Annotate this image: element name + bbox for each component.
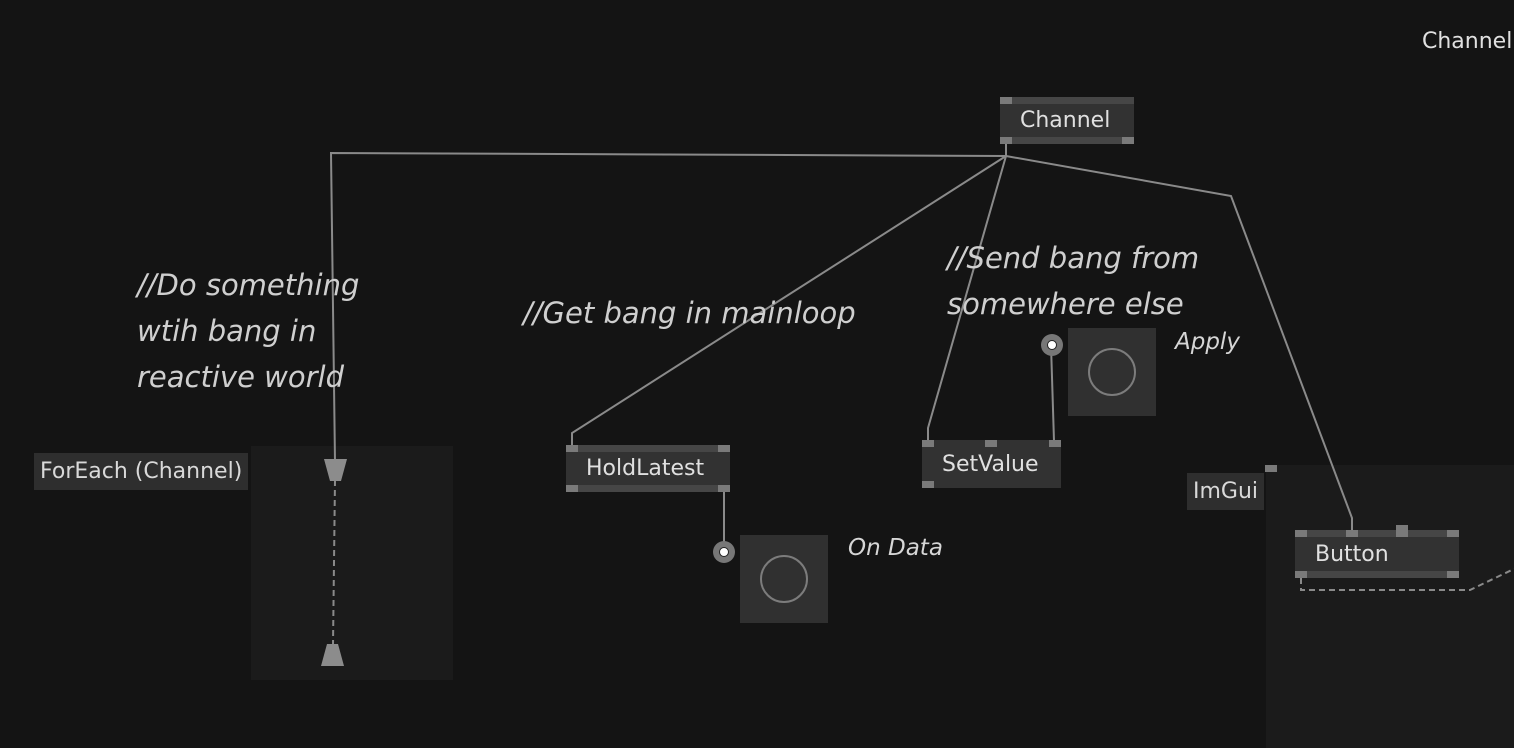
- foreach-region[interactable]: [251, 446, 453, 680]
- setvalue-input-pin[interactable]: [985, 440, 997, 447]
- channel-output-pin[interactable]: [1000, 137, 1012, 144]
- bang-circle-icon: [1088, 348, 1136, 396]
- button-input-pin[interactable]: [1396, 525, 1408, 537]
- wire-channel-to-button: [1005, 155, 1353, 532]
- foreach-region-label[interactable]: ForEach (Channel): [34, 453, 249, 490]
- on-data-input-pin[interactable]: [713, 541, 735, 563]
- channel-node[interactable]: Channel: [1000, 97, 1134, 144]
- comment-send-line: //Send bang from: [947, 241, 1200, 275]
- comment-reactive-line: reactive world: [137, 360, 344, 394]
- wire-apply-to-setvalue: [1050, 344, 1055, 442]
- on-data-label: On Data: [848, 535, 943, 561]
- apply-toggle[interactable]: [1068, 328, 1156, 416]
- setvalue-node-label: SetValue: [942, 451, 1039, 477]
- holdlatest-output-pin[interactable]: [718, 485, 730, 492]
- button-input-pin[interactable]: [1346, 530, 1358, 537]
- wire-channel-to-foreach: [329, 151, 1007, 463]
- comment-mainloop[interactable]: //Get bang in mainloop: [523, 290, 856, 336]
- setvalue-input-pin[interactable]: [1049, 440, 1061, 447]
- imgui-region-label[interactable]: ImGui: [1187, 473, 1265, 510]
- wire-foreach-inner: [332, 479, 336, 646]
- bang-circle-icon: [760, 555, 808, 603]
- holdlatest-node[interactable]: HoldLatest: [566, 445, 730, 492]
- button-output-pin[interactable]: [1295, 571, 1307, 578]
- imgui-region[interactable]: [1266, 465, 1514, 748]
- holdlatest-input-pin[interactable]: [718, 445, 730, 452]
- button-input-pin[interactable]: [1295, 530, 1307, 537]
- apply-label: Apply: [1175, 329, 1240, 355]
- wire-button-output: [1300, 567, 1514, 591]
- setvalue-node[interactable]: SetValue: [922, 440, 1061, 488]
- comment-send-line: somewhere else: [947, 287, 1184, 321]
- channel-node-label: Channel: [1020, 108, 1111, 133]
- channel-output-pin[interactable]: [1122, 137, 1134, 144]
- button-node[interactable]: Button: [1295, 525, 1459, 578]
- setvalue-output-pin[interactable]: [922, 481, 934, 488]
- holdlatest-input-pin[interactable]: [566, 445, 578, 452]
- comment-reactive[interactable]: //Do something wtih bang in reactive wor…: [137, 262, 359, 400]
- channel-input-pin[interactable]: [1000, 97, 1012, 104]
- comment-mainloop-line: //Get bang in mainloop: [523, 296, 856, 330]
- button-node-label: Button: [1315, 541, 1389, 567]
- channel-header-label: Channel: [1422, 29, 1513, 54]
- splicer-out-icon: [321, 644, 344, 666]
- setvalue-input-pin[interactable]: [922, 440, 934, 447]
- wire-channel-to-holdlatest: [571, 155, 1007, 446]
- imgui-region-pin[interactable]: [1265, 465, 1277, 472]
- comment-send[interactable]: //Send bang from somewhere else: [947, 235, 1199, 327]
- comment-reactive-line: //Do something: [137, 268, 360, 302]
- on-data-indicator[interactable]: [740, 535, 828, 623]
- holdlatest-output-pin[interactable]: [566, 485, 578, 492]
- button-output-pin[interactable]: [1447, 571, 1459, 578]
- wire-channel-to-setvalue: [927, 155, 1007, 441]
- comment-reactive-line: wtih bang in: [137, 314, 317, 348]
- holdlatest-node-label: HoldLatest: [586, 456, 705, 481]
- apply-output-pin[interactable]: [1041, 334, 1063, 356]
- splicer-in-icon: [324, 459, 347, 481]
- button-input-pin[interactable]: [1447, 530, 1459, 537]
